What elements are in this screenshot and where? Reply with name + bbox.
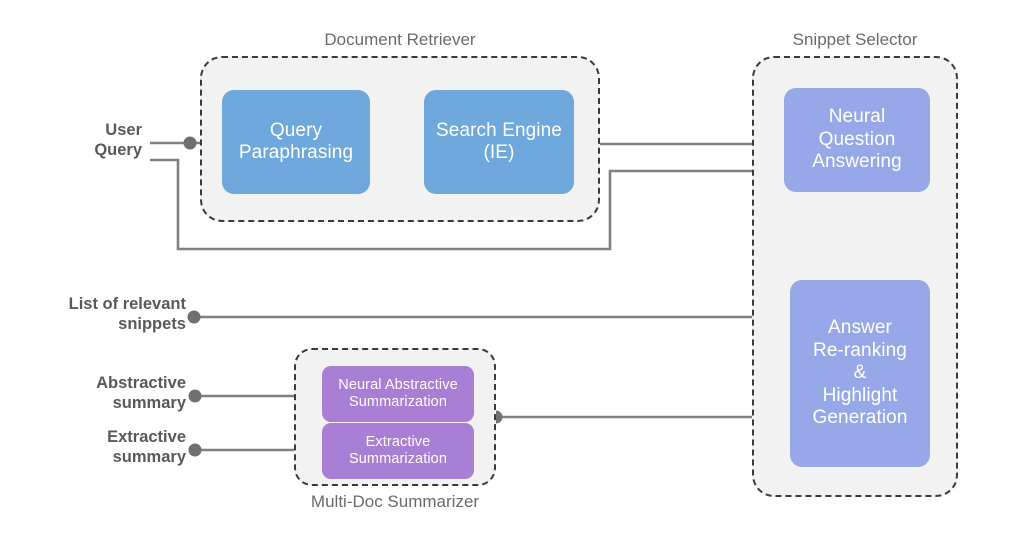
group-label-document-retriever: Document Retriever	[324, 30, 476, 49]
io-label-user-query: User Query	[94, 121, 142, 160]
node-search-engine[interactable]: Search Engine (IE)	[424, 90, 574, 194]
io-label-list-of-snippets: List of relevant snippets	[68, 295, 186, 334]
dot-userquery	[183, 136, 197, 150]
group-label-multi-doc-summarizer: Multi-Doc Summarizer	[310, 492, 480, 511]
node-neural-question-answering[interactable]: Neural Question Answering	[784, 88, 930, 192]
node-query-paraphrasing[interactable]: Query Paraphrasing	[222, 90, 370, 194]
io-label-abstractive-summary: Abstractive summary	[96, 374, 186, 413]
group-label-snippet-selector: Snippet Selector	[792, 30, 918, 49]
node-label-extractive-summarization: Extractive Summarization	[349, 433, 447, 467]
io-label-extractive-summary: Extractive summary	[107, 428, 186, 467]
dot-snippets	[187, 310, 201, 324]
node-extractive-summarization[interactable]: Extractive Summarization	[322, 423, 474, 479]
dot-abstractive	[188, 389, 202, 403]
node-answer-reranking[interactable]: Answer Re-ranking & Highlight Generation	[790, 280, 930, 467]
node-label-search-engine: Search Engine (IE)	[436, 119, 562, 163]
node-label-query-paraphrasing: Query Paraphrasing	[238, 119, 354, 163]
node-label-answer-reranking: Answer Re-ranking & Highlight Generation	[812, 317, 908, 429]
dot-extractive	[188, 443, 202, 457]
node-neural-abstractive-summarization[interactable]: Neural Abstractive Summarization	[322, 366, 474, 422]
node-label-neural-abstractive-summarization: Neural Abstractive Summarization	[338, 376, 458, 410]
node-label-neural-question-answering: Neural Question Answering	[812, 106, 902, 173]
